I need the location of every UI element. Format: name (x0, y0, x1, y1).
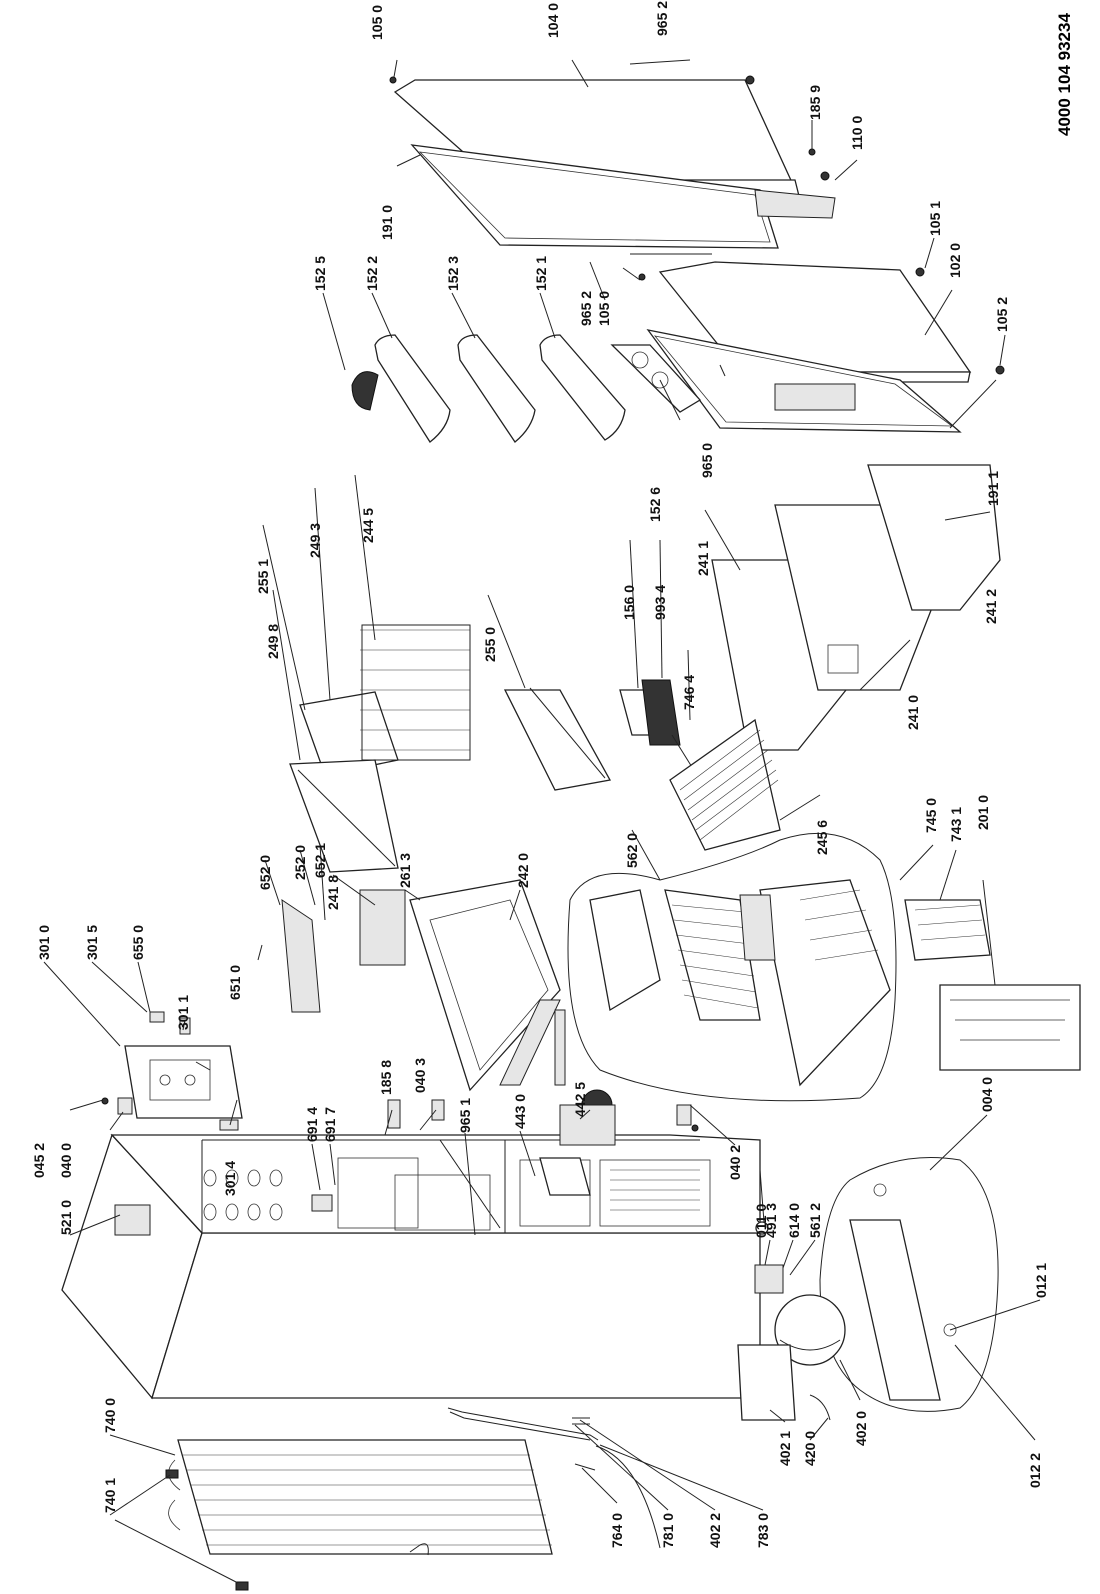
label-104-0: 104 0 (545, 3, 561, 38)
label-185-9: 185 9 (807, 85, 823, 120)
label-965-2-top: 965 2 (654, 1, 670, 36)
label-443-0: 443 0 (512, 1094, 528, 1129)
document-number: 4000 104 93234 (1055, 13, 1074, 136)
label-743-1: 743 1 (948, 807, 964, 842)
part-labels: 105 0 104 0 965 2 185 9 110 0 191 0 105 … (31, 1, 1049, 1548)
leader-lines (43, 59, 1041, 1584)
condenser (165, 1439, 553, 1591)
label-241-1: 241 1 (695, 541, 711, 576)
label-011-0: 011 0 (753, 1204, 769, 1238)
label-442-5: 442 5 (572, 1082, 588, 1117)
label-245-6: 245 6 (814, 820, 830, 855)
label-012-2: 012 2 (1027, 1453, 1043, 1488)
label-521-0: 521 0 (58, 1200, 74, 1235)
label-965-0: 965 0 (699, 443, 715, 478)
label-746-4: 746 4 (681, 675, 697, 710)
label-249-3: 249 3 (307, 523, 323, 558)
label-152-2: 152 2 (364, 256, 380, 291)
label-655-0: 655 0 (130, 925, 146, 960)
label-965-2-mid: 965 2 (578, 291, 594, 326)
label-561-2: 561 2 (807, 1203, 823, 1238)
label-402-1: 402 1 (777, 1431, 793, 1466)
cabinet (61, 1133, 761, 1400)
label-252-0: 252 0 (292, 845, 308, 880)
label-764-0: 764 0 (609, 1513, 625, 1548)
shelves (289, 687, 612, 873)
label-301-0: 301 0 (36, 925, 52, 960)
label-562-0: 562 0 (624, 833, 640, 868)
control-panel (124, 1011, 243, 1131)
label-012-1: 012 1 (1033, 1263, 1049, 1298)
label-040-2: 040 2 (727, 1145, 743, 1180)
label-652-1: 652 1 (312, 843, 328, 878)
door-lower (646, 261, 972, 433)
label-105-0-top: 105 0 (369, 5, 385, 40)
label-993-4: 993 4 (652, 585, 668, 620)
door-balconies (351, 334, 702, 443)
label-301-1: 301 1 (175, 995, 191, 1030)
label-261-3: 261 3 (397, 853, 413, 888)
label-241-0: 241 0 (905, 695, 921, 730)
label-301-5: 301 5 (84, 925, 100, 960)
label-105-2: 105 2 (994, 297, 1010, 332)
label-420-0: 420 0 (802, 1431, 818, 1466)
label-102-0: 102 0 (947, 243, 963, 278)
label-004-0: 004 0 (979, 1077, 995, 1112)
label-249-8: 249 8 (265, 624, 281, 659)
label-040-3: 040 3 (412, 1058, 428, 1093)
label-652-0-top: 652 0 (257, 855, 273, 890)
label-651-0: 651 0 (227, 965, 243, 1000)
label-110-0: 110 0 (849, 116, 865, 150)
label-255-0: 255 0 (482, 627, 498, 662)
label-241-2: 241 2 (983, 589, 999, 624)
label-185-8: 185 8 (378, 1060, 394, 1095)
label-745-0: 745 0 (923, 798, 939, 833)
label-255-1: 255 1 (255, 559, 271, 594)
compressor-group (737, 1157, 999, 1421)
side-panels (904, 899, 1081, 1071)
label-191-1: 191 1 (985, 471, 1001, 506)
label-201-0: 201 0 (975, 795, 991, 830)
label-783-0: 783 0 (755, 1513, 771, 1548)
wire-shelf (360, 624, 471, 761)
label-781-0: 781 0 (660, 1513, 676, 1548)
label-241-8: 241 8 (325, 875, 341, 910)
label-244-5: 244 5 (360, 508, 376, 543)
label-152-3: 152 3 (445, 256, 461, 291)
label-191-0: 191 0 (379, 205, 395, 240)
label-691-7: 691 7 (322, 1107, 338, 1142)
label-491-3: 491 3 (763, 1203, 779, 1238)
crisper-drawers (711, 464, 1001, 751)
label-152-5: 152 5 (312, 256, 328, 291)
filter-frames (619, 679, 701, 781)
label-614-0: 614 0 (786, 1203, 802, 1238)
label-402-2: 402 2 (707, 1513, 723, 1548)
label-965-1: 965 1 (457, 1098, 473, 1133)
drawer-242 (281, 879, 561, 1092)
label-242-0: 242 0 (515, 853, 531, 888)
label-045-2: 045 2 (31, 1143, 47, 1178)
label-301-4: 301 4 (222, 1161, 238, 1196)
label-740-1: 740 1 (102, 1478, 118, 1513)
label-040-0-top: 040 0 (58, 1143, 74, 1178)
grid-shelf (669, 718, 781, 851)
door-upper (393, 79, 836, 249)
label-105-1: 105 1 (927, 201, 943, 236)
label-740-0: 740 0 (102, 1398, 118, 1433)
label-105-0-mid: 105 0 (596, 291, 612, 326)
evaporator-group (567, 832, 897, 1102)
label-152-1: 152 1 (533, 256, 549, 291)
small-fasteners (101, 59, 1005, 1235)
label-691-4: 691 4 (304, 1107, 320, 1142)
label-156-0: 156 0 (621, 585, 637, 620)
label-152-6: 152 6 (647, 487, 663, 522)
label-402-0: 402 0 (853, 1411, 869, 1446)
